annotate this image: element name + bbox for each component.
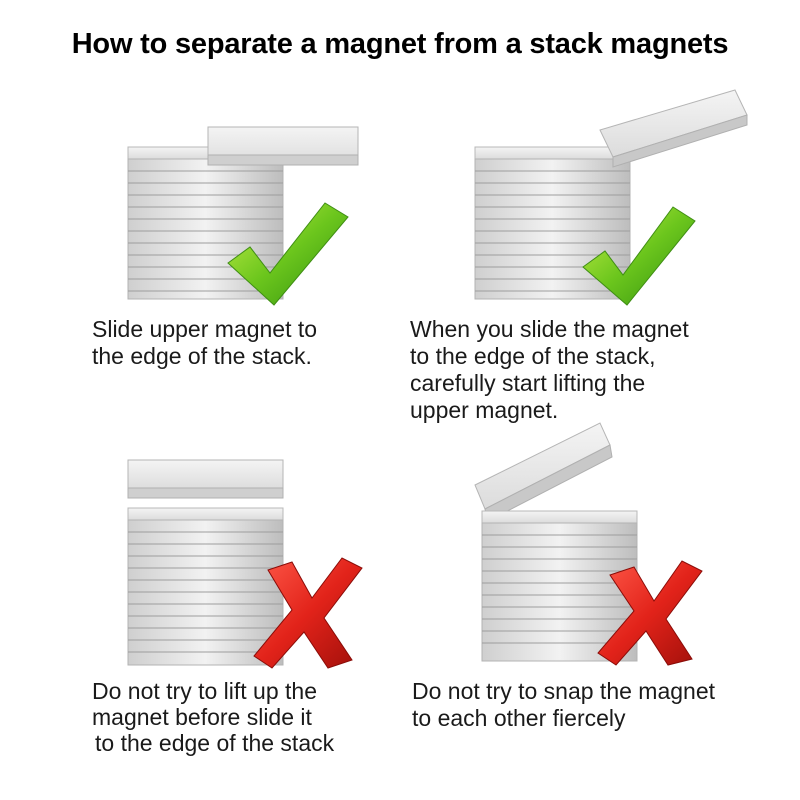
caption-line: magnet before slide it	[92, 704, 312, 730]
green-checkmark-icon	[582, 206, 696, 306]
caption-line: Do not try to snap the magnet	[412, 678, 716, 704]
caption-line: Slide upper magnet to	[92, 316, 318, 342]
green-checkmark-icon	[227, 202, 349, 306]
upper-magnet	[599, 89, 748, 168]
upper-magnet	[207, 126, 359, 166]
caption-line: upper magnet.	[410, 397, 559, 423]
caption-line: to the edge of the stack	[95, 730, 335, 756]
red-x-icon	[253, 557, 363, 669]
caption-line: the edge of the stack.	[92, 343, 312, 369]
caption-line: When you slide the magnet	[410, 316, 689, 342]
magnet-illustration-lift	[474, 89, 748, 306]
magnet-stack	[127, 507, 284, 666]
page-title: How to separate a magnet from a stack ma…	[71, 28, 729, 60]
caption-lift-wrong: Do not try to lift up the magnet before …	[92, 678, 334, 756]
caption-snap-wrong: Do not try to snap the magnet to each ot…	[412, 678, 715, 732]
magnet-illustration-snap-wrong	[474, 422, 703, 666]
caption-line: to each other fiercely	[412, 705, 626, 731]
caption-line: Do not try to lift up the	[92, 678, 318, 704]
red-x-icon	[597, 560, 703, 666]
caption-slide: Slide upper magnet to the edge of the st…	[92, 316, 317, 370]
upper-magnet	[474, 422, 613, 522]
magnet-illustration-lift-wrong	[127, 459, 363, 669]
caption-lift: When you slide the magnet to the edge of…	[410, 316, 689, 424]
caption-line: carefully start lifting the	[410, 370, 646, 396]
upper-magnet	[127, 459, 284, 499]
magnet-illustration-slide	[127, 126, 359, 306]
caption-line: to the edge of the stack,	[410, 343, 656, 369]
